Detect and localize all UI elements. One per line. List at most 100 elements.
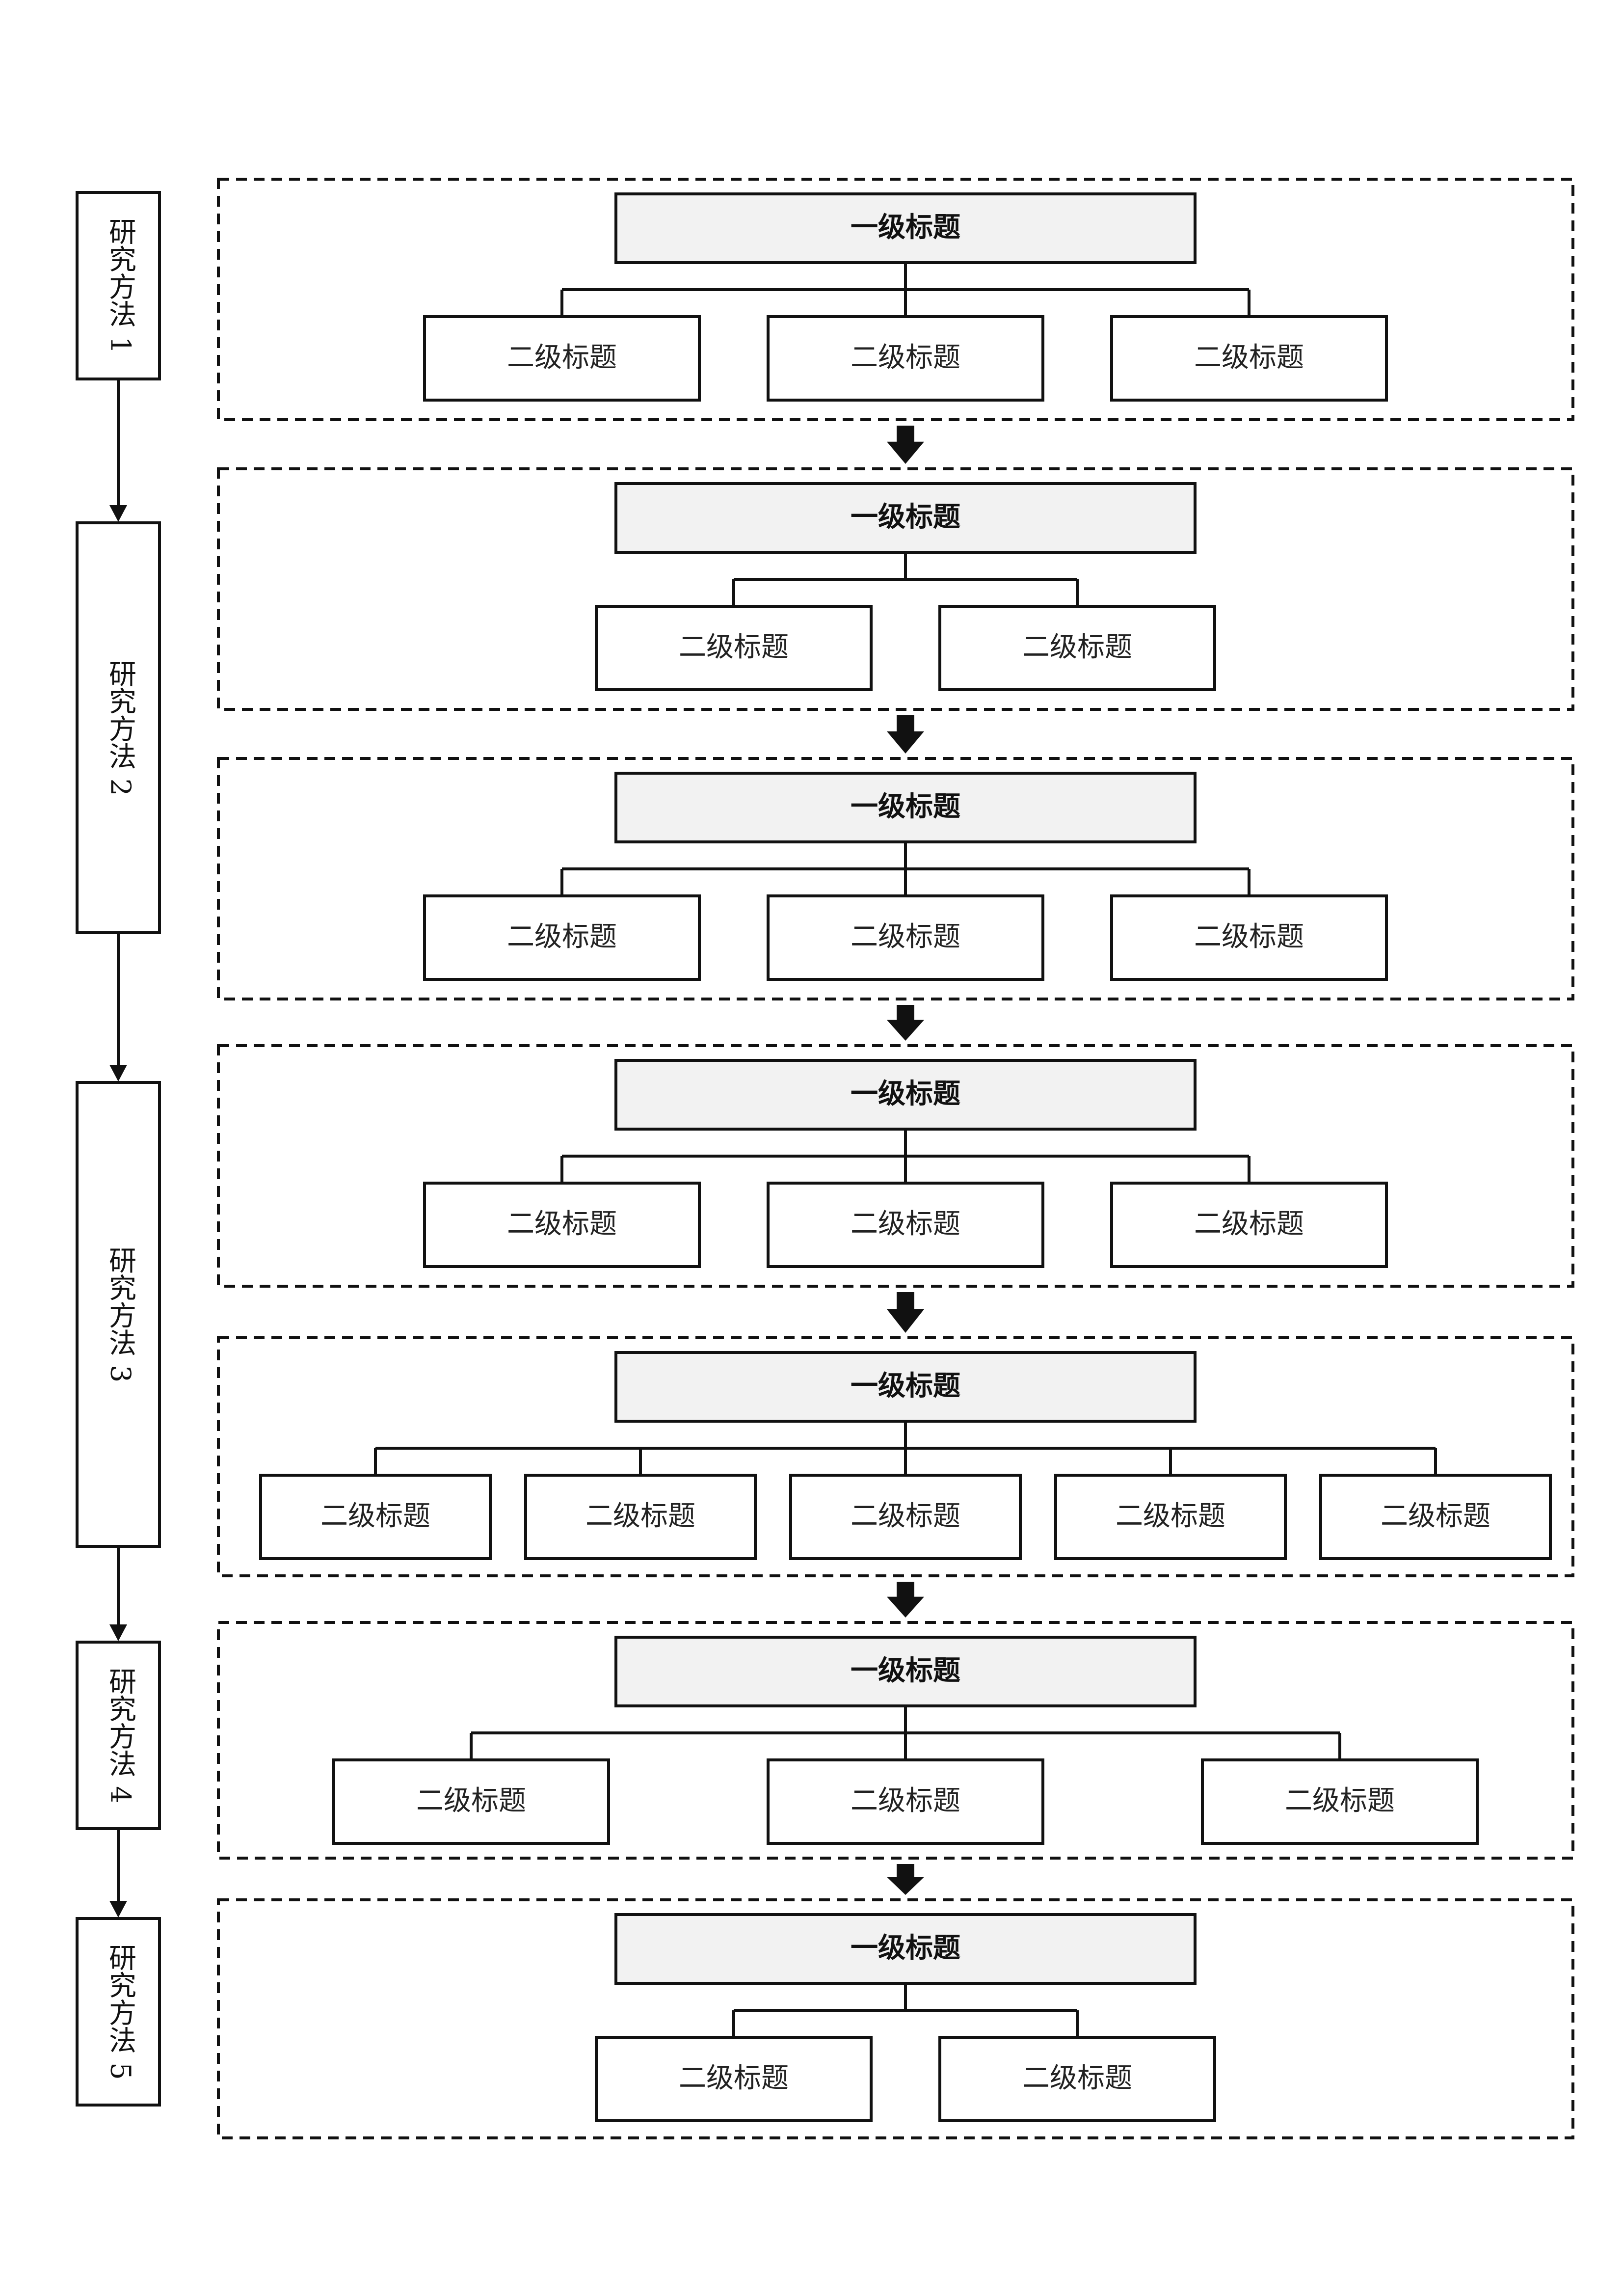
level1-heading: 一级标题: [614, 772, 1197, 843]
level2-heading-box: [524, 1474, 757, 1560]
down-arrow-icon: [109, 505, 127, 522]
level2-heading-box: [1110, 315, 1388, 402]
method-label: 研究方法 4: [105, 1667, 136, 1803]
method-label: 研究方法 2: [105, 660, 136, 796]
level1-heading: 一级标题: [614, 1351, 1197, 1423]
down-block-arrow-icon: [887, 1582, 924, 1618]
level1-heading-label: 一级标题: [851, 501, 960, 533]
method-1: 研究方法 1: [76, 191, 161, 380]
level1-heading-label: 一级标题: [851, 212, 960, 243]
level2-heading-box: [595, 605, 873, 691]
level1-heading-box: [614, 772, 1197, 843]
level1-heading: 一级标题: [614, 1636, 1197, 1707]
down-block-arrow-icon: [887, 1292, 924, 1333]
dashed-group-frame: [217, 1621, 1574, 1860]
level2-heading-label: 二级标题: [1381, 1500, 1490, 1532]
level2-heading: 二级标题: [767, 1182, 1044, 1268]
level2-heading: 二级标题: [938, 605, 1216, 691]
level2-heading-label: 二级标题: [1194, 342, 1304, 374]
level2-heading: 二级标题: [789, 1474, 1022, 1560]
level1-heading-box: [614, 1059, 1197, 1131]
level2-heading-box: [789, 1474, 1022, 1560]
dashed-group-frame: [217, 1336, 1574, 1577]
down-block-arrow-icon: [887, 1005, 924, 1041]
down-arrow-icon: [109, 1901, 127, 1918]
method-label: 研究方法 3: [105, 1246, 136, 1382]
dashed-group-frame: [217, 467, 1574, 711]
level2-heading: 二级标题: [767, 1758, 1044, 1845]
method-label: 研究方法 1: [105, 217, 136, 353]
method-box: [76, 521, 161, 934]
level2-heading: 二级标题: [767, 894, 1044, 981]
level2-heading: 二级标题: [1110, 1182, 1388, 1268]
down-arrow-icon: [109, 1624, 127, 1641]
level1-heading-label: 一级标题: [851, 1932, 960, 1964]
level2-heading-label: 二级标题: [851, 1208, 960, 1240]
down-arrow-icon: [109, 1065, 127, 1081]
level2-heading-box: [767, 894, 1044, 981]
level2-heading-box: [767, 1182, 1044, 1268]
level2-heading-label: 二级标题: [679, 631, 789, 663]
level1-heading: 一级标题: [614, 1059, 1197, 1131]
level2-heading-box: [332, 1758, 610, 1845]
level2-heading-box: [1054, 1474, 1287, 1560]
method-5: 研究方法 5: [76, 1917, 161, 2107]
level2-heading: 二级标题: [1110, 894, 1388, 981]
level1-heading-label: 一级标题: [851, 1655, 960, 1687]
level2-heading-label: 二级标题: [1022, 2062, 1132, 2094]
level1-heading-label: 一级标题: [851, 1078, 960, 1110]
level2-heading: 二级标题: [1201, 1758, 1479, 1845]
section-group-1: 一级标题二级标题二级标题二级标题: [217, 178, 1574, 421]
level2-heading-label: 二级标题: [1116, 1500, 1225, 1532]
level2-heading: 二级标题: [595, 2036, 873, 2122]
level1-heading: 一级标题: [614, 192, 1197, 264]
level1-heading-label: 一级标题: [851, 1370, 960, 1402]
down-block-arrow-icon: [887, 426, 924, 464]
dashed-group-frame: [217, 757, 1574, 1000]
level2-heading: 二级标题: [332, 1758, 610, 1845]
level2-heading-box: [938, 605, 1216, 691]
level1-heading-box: [614, 1636, 1197, 1707]
level2-heading: 二级标题: [1054, 1474, 1287, 1560]
level2-heading: 二级标题: [1110, 315, 1388, 402]
level2-heading-box: [423, 894, 701, 981]
level2-heading: 二级标题: [938, 2036, 1216, 2122]
level2-heading: 二级标题: [259, 1474, 492, 1560]
level2-heading-label: 二级标题: [1285, 1785, 1395, 1817]
level1-heading: 一级标题: [614, 1913, 1197, 1985]
level2-heading: 二级标题: [595, 605, 873, 691]
level2-heading-label: 二级标题: [851, 342, 960, 374]
level1-heading-label: 一级标题: [851, 791, 960, 823]
level2-heading-label: 二级标题: [1194, 921, 1304, 953]
level2-heading-box: [423, 1182, 701, 1268]
level2-heading-box: [767, 1758, 1044, 1845]
method-column: 研究方法 1 研究方法 2 研究方法 3 研究方法 4 研究方法 5: [76, 191, 161, 2107]
level2-heading-label: 二级标题: [320, 1500, 430, 1532]
level2-heading-box: [938, 2036, 1216, 2122]
level2-heading-box: [423, 315, 701, 402]
level1-heading: 一级标题: [614, 482, 1197, 554]
level2-heading-box: [259, 1474, 492, 1560]
down-block-arrow-icon: [887, 715, 924, 754]
level2-heading-label: 二级标题: [507, 1208, 617, 1240]
method-box: [76, 1081, 161, 1548]
level2-heading-box: [767, 315, 1044, 402]
section-group-5: 一级标题二级标题二级标题二级标题二级标题二级标题: [217, 1336, 1574, 1577]
level2-heading: 二级标题: [1319, 1474, 1552, 1560]
level2-heading-label: 二级标题: [507, 921, 617, 953]
level2-heading-box: [1201, 1758, 1479, 1845]
dashed-group-frame: [217, 178, 1574, 421]
level2-heading: 二级标题: [767, 315, 1044, 402]
level2-heading: 二级标题: [524, 1474, 757, 1560]
dashed-group-frame: [217, 1898, 1574, 2139]
level2-heading-label: 二级标题: [1194, 1208, 1304, 1240]
level2-heading-label: 二级标题: [679, 2062, 789, 2094]
method-4: 研究方法 4: [76, 1641, 161, 1830]
method-2: 研究方法 2: [76, 521, 161, 934]
